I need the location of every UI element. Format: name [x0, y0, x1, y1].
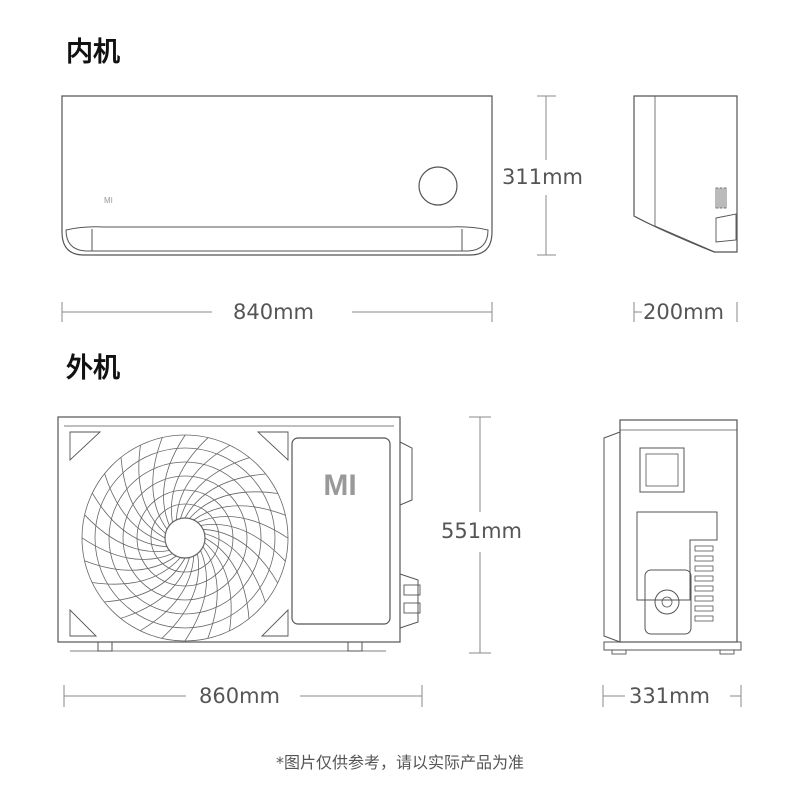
- indoor-height-dimension: [537, 95, 556, 256]
- fan-spoke: [171, 437, 209, 523]
- fan-spoke: [120, 457, 166, 539]
- fan-spoke: [180, 457, 250, 519]
- fan-grille: [81, 434, 289, 642]
- fan-spoke: [204, 542, 232, 631]
- fan-spoke: [81, 537, 173, 560]
- indoor-depth-dimension: [633, 302, 738, 322]
- fan-spoke: [163, 434, 186, 526]
- fan-spoke: [193, 505, 286, 521]
- indoor-unit-side: [633, 95, 738, 253]
- fan-spoke: [204, 533, 266, 603]
- fan-spoke: [92, 557, 181, 585]
- fan-spoke: [120, 557, 190, 619]
- fan-spoke: [200, 524, 286, 562]
- fan-spoke: [202, 546, 218, 639]
- fan-spoke: [175, 444, 231, 521]
- fan-spoke: [139, 555, 195, 632]
- outdoor-height-dimension: [469, 416, 491, 654]
- indoor-depth-label: 200mm: [643, 300, 724, 324]
- outdoor-width-label: 860mm: [199, 684, 280, 708]
- indoor-height-label: 311mm: [502, 165, 583, 189]
- indoor-unit-title: 内机: [66, 37, 120, 68]
- outdoor-width-dimension: [63, 685, 423, 707]
- outdoor-unit-title: 外机: [66, 353, 120, 384]
- indoor-front-logo: MI: [104, 196, 113, 205]
- indoor-display-circle: [418, 166, 458, 206]
- fan-spoke: [104, 557, 186, 603]
- fan-spoke: [184, 550, 207, 642]
- fan-spoke: [84, 555, 177, 571]
- indoor-width-dimension: [61, 302, 493, 322]
- indoor-width-label: 840mm: [233, 300, 314, 324]
- fan-spoke: [91, 492, 168, 548]
- fan-spoke: [189, 491, 278, 519]
- outdoor-depth-dimension: [602, 685, 742, 707]
- outdoor-height-label: 551mm: [441, 519, 522, 543]
- indoor-unit-front: [61, 95, 493, 256]
- outdoor-front-logo: MI: [323, 469, 356, 502]
- fan-spoke: [202, 528, 279, 584]
- fan-spoke: [204, 537, 250, 619]
- outdoor-depth-label: 331mm: [629, 684, 710, 708]
- fan-spoke: [184, 473, 266, 519]
- fan-spoke: [197, 516, 289, 539]
- outdoor-unit-front: [57, 416, 421, 652]
- disclaimer-note: *图片仅供参考，请以实际产品为准: [275, 753, 524, 772]
- fan-spoke: [152, 437, 168, 530]
- fan-spoke: [161, 553, 199, 639]
- fan-spoke: [104, 473, 166, 543]
- fan-spoke: [138, 445, 166, 534]
- outdoor-unit-side: [603, 419, 742, 655]
- fan-spoke: [84, 514, 170, 552]
